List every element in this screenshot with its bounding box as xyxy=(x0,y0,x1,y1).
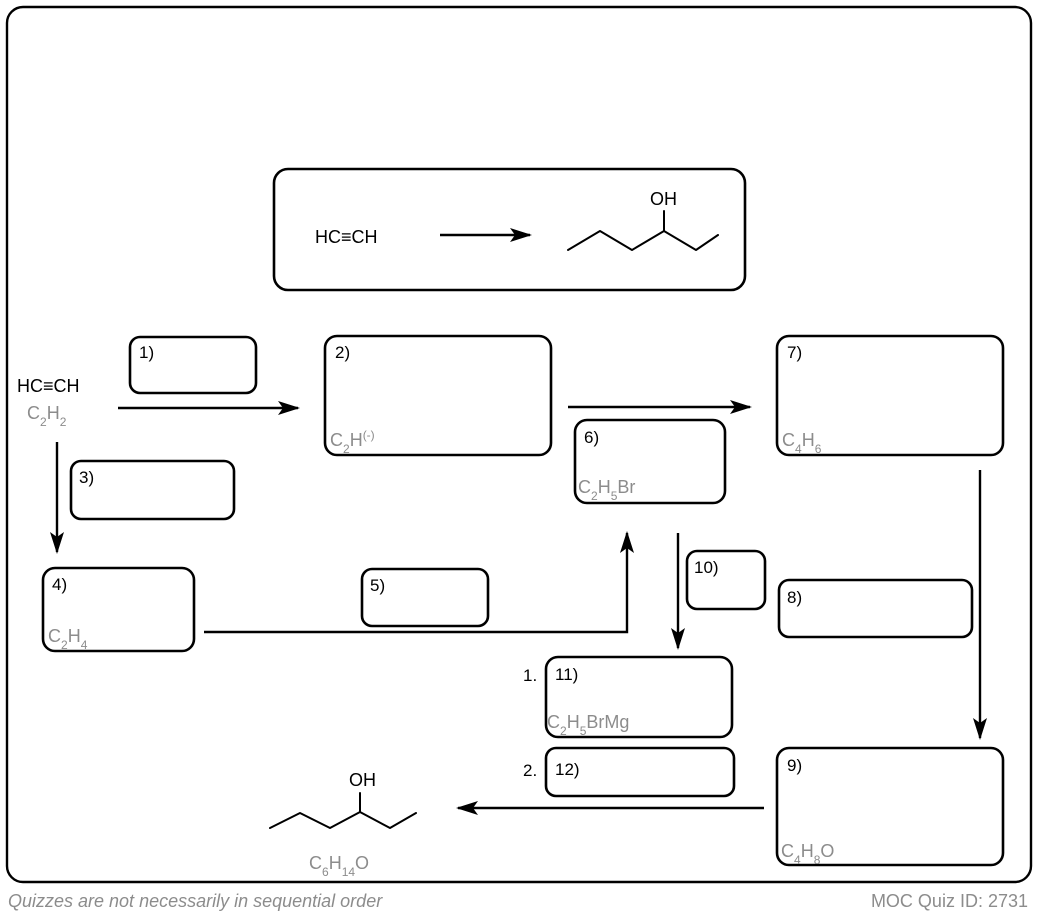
target-oh-label: OH xyxy=(650,189,677,209)
box-10[interactable]: 10) xyxy=(685,549,767,611)
box-3-label: 3) xyxy=(79,468,94,487)
box-1[interactable]: 1) xyxy=(128,335,258,395)
footer-quiz-id: MOC Quiz ID: 2731 xyxy=(870,891,1028,911)
start-name: HC≡CH xyxy=(17,376,80,396)
box-9[interactable]: 9) C4H8O xyxy=(775,746,1005,867)
box-11-label: 11) xyxy=(555,665,578,684)
box-10-label: 10) xyxy=(694,558,719,577)
target-scheme: HC≡CH OH xyxy=(272,167,747,292)
product-formula: C6H14O xyxy=(309,853,369,879)
box-2[interactable]: 2) C2H(-) xyxy=(323,334,553,457)
box-2-label: 2) xyxy=(335,343,350,362)
step-2-label: 2. xyxy=(523,761,537,780)
box-12-label: 12) xyxy=(555,760,580,779)
target-product-skeleton xyxy=(567,230,719,251)
target-box xyxy=(272,167,747,292)
box-8-label: 8) xyxy=(787,588,802,607)
box-4-label: 4) xyxy=(52,575,67,594)
box-5[interactable]: 5) xyxy=(360,567,490,628)
box-8[interactable]: 8) xyxy=(777,578,974,639)
box-12[interactable]: 12) xyxy=(544,746,736,798)
final-product: OH C6H14O xyxy=(269,770,417,879)
box-1-label: 1) xyxy=(139,343,154,362)
box-3[interactable]: 3) xyxy=(69,459,236,521)
box-6[interactable]: 6) C2H5Br xyxy=(573,418,727,505)
box-4[interactable]: 4) C2H4 xyxy=(41,566,196,653)
outer-frame xyxy=(5,5,1033,884)
box-5-label: 5) xyxy=(370,576,385,595)
target-start-label: HC≡CH xyxy=(315,227,378,247)
product-skeleton xyxy=(269,811,417,829)
box-7-label: 7) xyxy=(787,343,802,362)
box-6-label: 6) xyxy=(584,428,599,447)
footer-disclaimer: Quizzes are not necessarily in sequentia… xyxy=(8,891,383,911)
arrow-4-to-6 xyxy=(204,531,634,634)
product-oh-label: OH xyxy=(349,770,376,790)
box-7[interactable]: 7) C4H6 xyxy=(775,334,1005,457)
box-9-label: 9) xyxy=(787,756,802,775)
step-1-label: 1. xyxy=(523,666,537,685)
box-11[interactable]: 11) C2H5BrMg xyxy=(544,655,734,739)
start-formula: C2H2 xyxy=(27,403,67,429)
